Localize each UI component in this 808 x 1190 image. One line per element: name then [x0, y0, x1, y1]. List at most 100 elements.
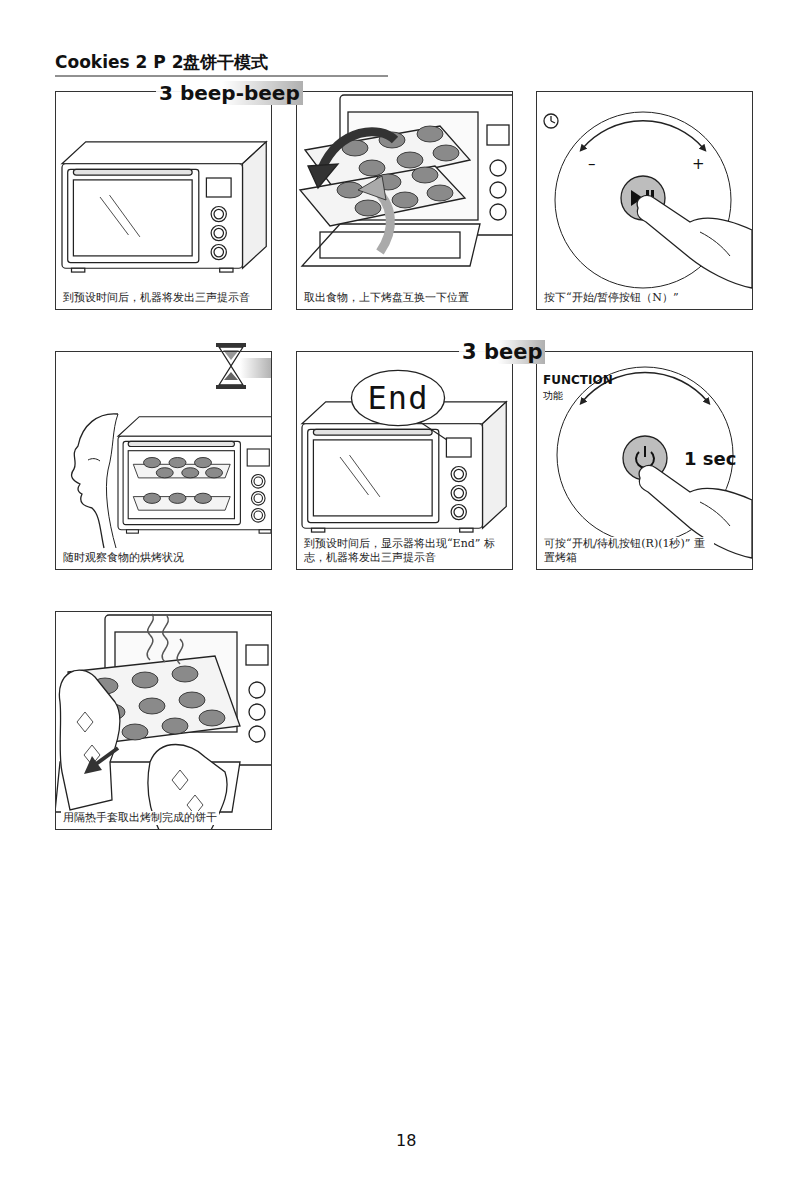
taking-out-cookies	[249, 704, 265, 720]
oven-open-trays	[308, 164, 338, 188]
taking-out-cookies	[147, 614, 153, 660]
hourglass	[216, 385, 246, 389]
watching-oven	[169, 458, 186, 468]
step-caption: 随时观察食物的烘烤状况	[61, 551, 186, 565]
label-text: FUNCTION	[543, 373, 613, 387]
power-dial	[644, 446, 646, 457]
hourglass	[240, 358, 272, 378]
step-panel: 用隔热手套取出烤制完成的饼干	[55, 611, 272, 830]
power-dial	[700, 502, 730, 526]
step-panel: 随时观察食物的烘烤状况	[55, 351, 272, 570]
hourglass	[216, 343, 246, 347]
start-dial	[637, 196, 752, 288]
taking-out-cookies	[122, 724, 148, 740]
oven-open-trays	[322, 132, 395, 168]
oven-open-trays	[490, 160, 506, 176]
taking-out-cookies	[172, 666, 198, 682]
taking-out-cookies	[162, 718, 188, 734]
oven-open-trays	[359, 160, 385, 176]
step-caption: 用隔热手套取出烤制完成的饼干	[61, 811, 219, 825]
step-panel: 到预设时间后，机器将发出三声提示音	[55, 91, 272, 310]
oven-open-trays	[417, 126, 443, 142]
oven-closed	[62, 142, 266, 272]
oven-open-trays	[358, 176, 386, 200]
watching-oven	[144, 458, 161, 468]
watching-oven	[118, 417, 272, 533]
oven-open-trays	[412, 167, 438, 183]
bubble-outline	[351, 370, 444, 425]
oven-open-trays	[392, 192, 418, 208]
oven-closed	[62, 142, 266, 272]
taking-out-cookies	[199, 710, 225, 726]
speech-bubble: End	[350, 369, 446, 427]
taking-out-cookies	[139, 698, 165, 714]
taking-out-cookies	[147, 614, 183, 664]
taking-out-cookies	[162, 616, 168, 662]
watching-oven	[144, 493, 161, 503]
hourglass	[219, 347, 243, 385]
step-caption: 可按“开机/待机按钮(R)(1秒)” 重置烤箱	[542, 537, 714, 565]
taking-out-cookies	[84, 756, 102, 774]
oven-closed	[62, 142, 266, 272]
watching-oven	[169, 493, 186, 503]
taking-out-cookies	[179, 692, 205, 708]
title-rule	[55, 76, 388, 77]
step-panel: 到预设时间后，显示器将出现“End” 标志，机器将发出三声提示音 End	[296, 351, 513, 570]
watching-oven	[182, 468, 199, 478]
oven-open-trays	[337, 167, 453, 216]
oven-open-trays	[490, 204, 506, 220]
watching-oven	[118, 417, 272, 533]
watching-oven	[195, 458, 212, 468]
step-caption: 到预设时间后，机器将发出三声提示音	[61, 291, 252, 305]
oven-end	[420, 422, 447, 440]
start-dial	[544, 112, 752, 288]
oven-open-trays	[300, 95, 513, 266]
step-panel: 按下“开始/暂停按钮（N）”	[536, 91, 753, 310]
step-caption: 按下“开始/暂停按钮（N）”	[542, 291, 681, 305]
watching-oven	[72, 414, 272, 548]
oven-end	[340, 455, 380, 497]
label-text: +	[692, 155, 705, 173]
taking-out-cookies	[77, 712, 93, 732]
oven-end	[350, 455, 380, 497]
start-dial	[700, 232, 730, 256]
oven-closed	[110, 195, 140, 237]
oven-open-trays	[355, 200, 381, 216]
taking-out-cookies	[249, 726, 265, 742]
hourglass	[224, 372, 238, 380]
step-panel: 取出食物，上下烤盘互换一下位置	[296, 91, 513, 310]
taking-out-cookies	[249, 682, 265, 698]
taking-out-cookies	[177, 639, 183, 664]
label-text: –	[588, 155, 596, 173]
watching-oven	[195, 493, 212, 503]
start-dial	[550, 116, 551, 121]
oven-closed	[100, 195, 140, 237]
label-text: 功能	[543, 389, 563, 403]
taking-out-cookies	[55, 614, 272, 830]
watching-oven	[88, 459, 100, 461]
watching-oven	[156, 468, 173, 478]
step-caption: 到预设时间后，显示器将出现“End” 标志，机器将发出三声提示音	[302, 537, 498, 565]
oven-open-trays	[427, 185, 453, 201]
beep-callout: 3 beep-beep	[156, 81, 303, 105]
start-dial	[551, 121, 555, 123]
display-text: End	[368, 379, 429, 417]
taking-out-cookies	[246, 645, 268, 665]
page-title: Cookies 2 P 2盘饼干模式	[55, 51, 269, 74]
label-text: 18	[396, 1131, 416, 1150]
watching-oven	[106, 414, 118, 548]
oven-open-trays	[397, 152, 423, 168]
oven-open-trays	[433, 145, 459, 161]
taking-out-cookies	[172, 770, 188, 790]
watching-oven	[133, 458, 230, 511]
oven-open-trays	[487, 125, 509, 145]
taking-out-cookies	[59, 670, 120, 810]
watching-oven	[144, 458, 223, 504]
start-dial	[544, 114, 558, 128]
taking-out-cookies	[96, 748, 118, 764]
watching-oven	[206, 468, 223, 478]
oven-open-trays	[490, 182, 506, 198]
hourglass	[216, 343, 272, 389]
